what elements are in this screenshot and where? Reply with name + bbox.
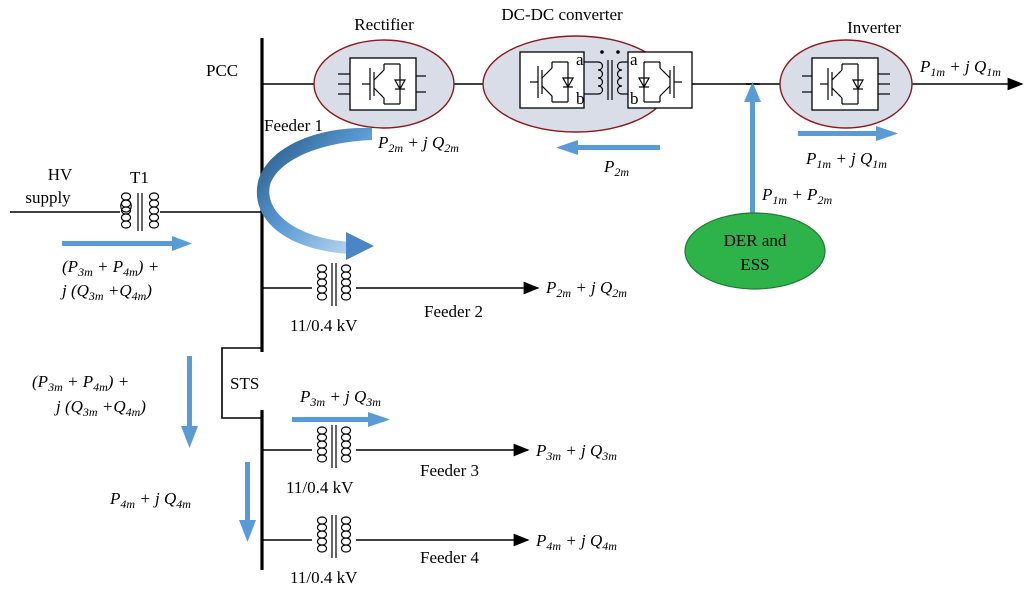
sts-flow-line1: (P3m + P4m) + — [32, 372, 129, 394]
der-ess-node — [684, 212, 826, 290]
terminal-b-left: b — [576, 89, 585, 108]
t1-label: T1 — [130, 168, 149, 187]
terminal-b-right: b — [630, 89, 639, 108]
supply-label: supply — [25, 188, 71, 207]
der-power-label: P1m + P2m — [761, 185, 832, 207]
feeder3-label: Feeder 3 — [420, 461, 479, 480]
dc-flow-label: P2m — [603, 157, 629, 179]
feeder3-flow-arrow — [292, 412, 390, 427]
inverter-output-label: P1m + j Q1m — [919, 57, 1001, 79]
pcc-label: PCC — [206, 61, 238, 80]
inverter-switch-icon — [802, 63, 890, 105]
feeder3-flow-label: P3m + j Q3m — [299, 387, 381, 409]
hv-flow-line2: j (Q3m +Q4m) — [60, 281, 152, 303]
feeder4-output-label: P4m + j Q4m — [535, 531, 617, 553]
der-label-line2: ESS — [740, 255, 769, 274]
feeder4-rating: 11/0.4 kV — [290, 568, 358, 587]
feeder3-rating: 11/0.4 kV — [286, 478, 354, 497]
inverter-flow-label: P1m + j Q1m — [805, 149, 887, 171]
sts-bypass-line — [221, 347, 262, 419]
rectifier-label: Rectifier — [354, 15, 414, 34]
hv-label: HV — [48, 165, 73, 184]
der-label-line1: DER and — [724, 231, 787, 250]
inverter-flow-arrow — [798, 126, 898, 141]
inverter-label: Inverter — [847, 18, 901, 37]
feeder3-output-label: P3m + j Q3m — [535, 441, 617, 463]
dc-flow-arrow — [556, 140, 660, 155]
dcdc-transformer-icon — [584, 50, 628, 100]
der-flow-arrow — [744, 82, 761, 218]
rectifier-switch-icon — [338, 63, 426, 105]
dcdc-label: DC-DC converter — [501, 5, 623, 24]
sts-label: STS — [230, 374, 259, 393]
feeder2-output-label: P2m + j Q2m — [545, 278, 627, 300]
sts-flow-line2: j (Q3m +Q4m) — [54, 397, 146, 419]
feeder1-flow-label: P2m + j Q2m — [377, 133, 459, 155]
feeder2-label: Feeder 2 — [424, 302, 483, 321]
feeder4-flow-label: P4m + j Q4m — [109, 489, 191, 511]
feeder1-label: Feeder 1 — [264, 116, 323, 135]
feeder4-label: Feeder 4 — [420, 548, 480, 567]
feeder4-flow-arrow — [239, 462, 256, 542]
feeder2-transformer-icon — [316, 263, 352, 306]
hv-flow-line1: (P3m + P4m) + — [62, 257, 159, 279]
hv-flow-arrow — [62, 236, 192, 251]
terminal-a-left: a — [576, 50, 584, 69]
terminal-a-right: a — [630, 50, 638, 69]
feeder2-rating: 11/0.4 kV — [290, 316, 358, 335]
feeder4-transformer-icon — [316, 515, 352, 558]
t1-transformer-icon — [120, 192, 160, 231]
sts-flow-arrow — [181, 356, 198, 448]
feeder3-transformer-icon — [316, 425, 352, 468]
feeder1-curved-flow-arrow — [256, 127, 374, 260]
